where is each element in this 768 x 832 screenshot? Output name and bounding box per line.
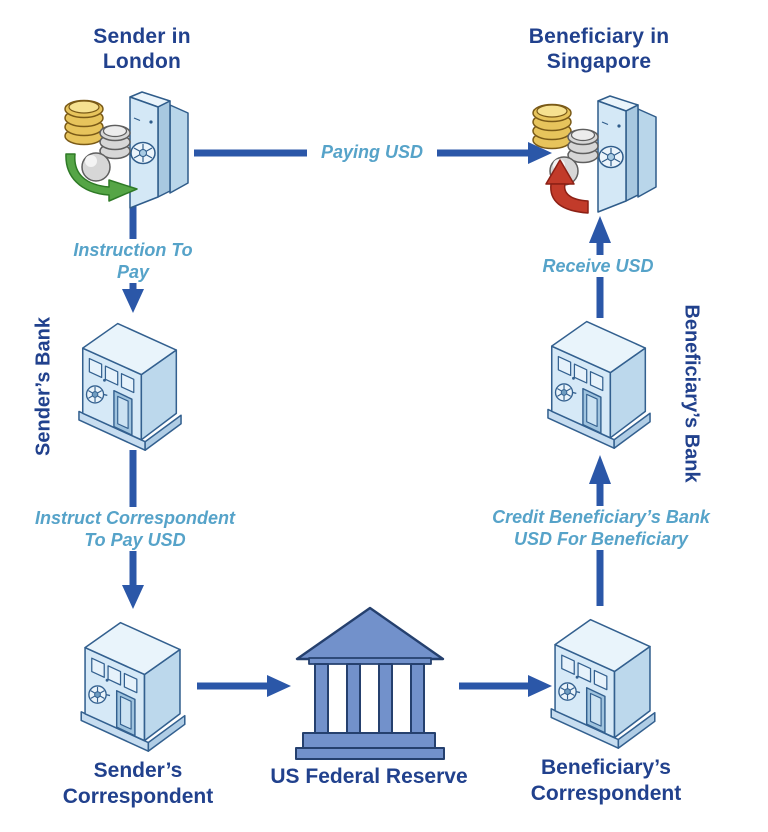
flow-label-line: Instruct Correspondent bbox=[34, 508, 235, 528]
us-federal-reserve-icon bbox=[294, 606, 446, 761]
senders-bank-label: Sender’s Bank bbox=[32, 317, 55, 456]
instruction-to-pay-label: Instruction To Pay bbox=[48, 239, 218, 283]
flow-label-line: Pay bbox=[116, 262, 150, 282]
senders-correspondent-label: Sender’s Correspondent bbox=[28, 758, 248, 810]
sender-vault-icon bbox=[64, 91, 189, 209]
bank-building-icon bbox=[80, 621, 186, 752]
bank-building-icon bbox=[550, 618, 656, 749]
beneficiarys-bank-icon bbox=[547, 320, 651, 449]
senders-correspondent-icon bbox=[80, 621, 186, 752]
correspondent-to-fed-arrow bbox=[197, 675, 291, 697]
flow-label-line: USD For Beneficiary bbox=[513, 529, 689, 549]
beneficiarys-correspondent-label: Beneficiary’s Correspondent bbox=[486, 755, 726, 807]
title-line: Sender in bbox=[93, 25, 191, 48]
flow-label-line: Credit Beneficiary’s Bank bbox=[492, 507, 710, 527]
receive-usd-arrow bbox=[589, 216, 611, 318]
credit-beneficiary-label: Credit Beneficiary’s Bank USD For Benefi… bbox=[476, 506, 726, 550]
beneficiary-title: Beneficiary in Singapore bbox=[509, 24, 689, 74]
sender-title: Sender in London bbox=[52, 24, 232, 74]
beneficiary-vault-icon bbox=[532, 95, 657, 214]
receive-usd-label: Receive USD bbox=[533, 255, 663, 277]
classical-bank-building-icon bbox=[294, 606, 446, 761]
flow-label-line: Instruction To bbox=[73, 240, 193, 260]
beneficiarys-correspondent-icon bbox=[550, 618, 656, 749]
node-label-line: Beneficiary’s bbox=[541, 756, 671, 779]
fed-to-correspondent-arrow bbox=[459, 675, 552, 697]
bank-building-icon bbox=[547, 320, 651, 449]
beneficiarys-bank-label: Beneficiary’s Bank bbox=[680, 304, 703, 483]
red-curved-arrow-icon bbox=[545, 159, 589, 214]
senders-bank-icon bbox=[78, 322, 182, 451]
title-line: Beneficiary in bbox=[528, 25, 670, 48]
instruct-correspondent-label: Instruct Correspondent To Pay USD bbox=[20, 507, 250, 551]
us-federal-reserve-label: US Federal Reserve bbox=[270, 765, 468, 788]
green-curved-arrow-icon bbox=[65, 153, 138, 202]
paying-usd-label: Paying USD bbox=[307, 141, 437, 163]
node-label-line: Correspondent bbox=[62, 785, 214, 808]
title-line: Singapore bbox=[546, 50, 652, 73]
title-line: London bbox=[102, 50, 182, 73]
flow-label-line: To Pay USD bbox=[84, 530, 186, 550]
bank-building-icon bbox=[78, 322, 182, 451]
node-label-line: Sender’s bbox=[93, 759, 183, 782]
node-label-line: Correspondent bbox=[530, 782, 682, 805]
